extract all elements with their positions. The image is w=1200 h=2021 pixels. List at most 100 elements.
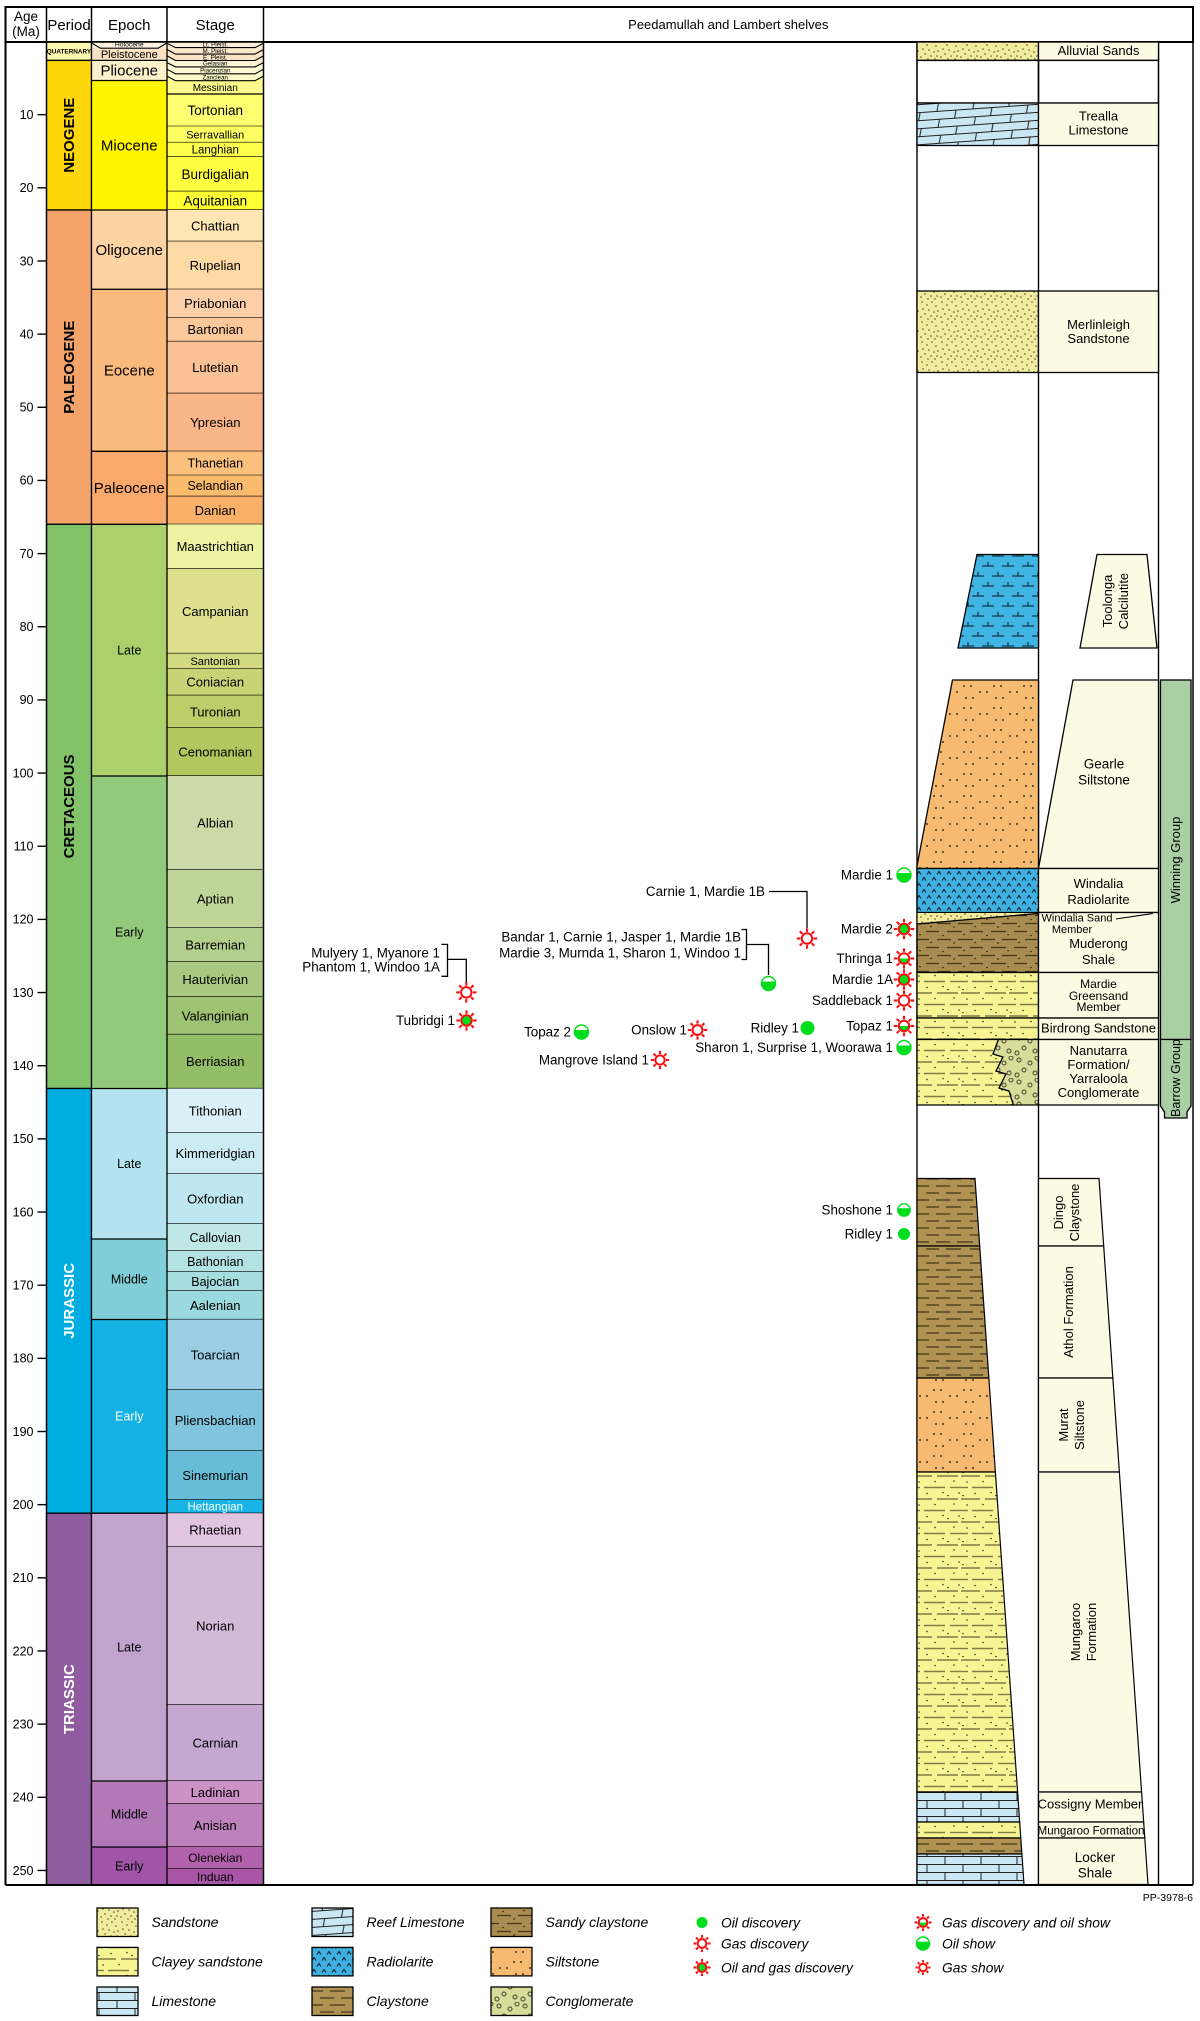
- svg-text:Rupelian: Rupelian: [190, 258, 241, 273]
- svg-text:Greensand: Greensand: [1069, 989, 1128, 1003]
- svg-text:Ypresian: Ypresian: [190, 415, 240, 430]
- svg-text:Oil and gas discovery: Oil and gas discovery: [721, 1960, 854, 1975]
- svg-text:Chattian: Chattian: [191, 218, 239, 233]
- svg-text:Early: Early: [115, 1410, 144, 1424]
- svg-text:Tubridgi 1: Tubridgi 1: [396, 1013, 455, 1028]
- svg-text:Early: Early: [115, 926, 144, 940]
- svg-text:100: 100: [13, 766, 34, 780]
- svg-text:60: 60: [20, 474, 34, 488]
- svg-text:80: 80: [20, 620, 34, 634]
- svg-text:M. Pleist.: M. Pleist.: [203, 48, 229, 55]
- svg-text:130: 130: [13, 986, 34, 1000]
- svg-text:Barrow Group: Barrow Group: [1169, 1039, 1183, 1117]
- svg-text:Clayey sandstone: Clayey sandstone: [152, 1954, 264, 1970]
- svg-text:Carnie 1, Mardie 1B: Carnie 1, Mardie 1B: [646, 884, 765, 899]
- svg-text:Serravallian: Serravallian: [186, 129, 244, 141]
- svg-text:Eocene: Eocene: [104, 363, 155, 380]
- svg-text:120: 120: [13, 913, 34, 927]
- svg-text:Alluvial Sands: Alluvial Sands: [1058, 43, 1140, 58]
- svg-text:Age: Age: [14, 9, 38, 24]
- svg-text:Tortonian: Tortonian: [187, 103, 243, 118]
- svg-text:Murat: Murat: [1056, 1408, 1071, 1442]
- svg-text:Conglomerate: Conglomerate: [1058, 1085, 1140, 1100]
- svg-text:Sandy claystone: Sandy claystone: [546, 1914, 649, 1930]
- svg-text:Danian: Danian: [195, 503, 236, 518]
- svg-text:Cenomanian: Cenomanian: [178, 745, 252, 760]
- svg-text:40: 40: [20, 327, 34, 341]
- svg-text:Gearle: Gearle: [1084, 757, 1125, 772]
- svg-text:NEOGENE: NEOGENE: [61, 98, 78, 173]
- svg-text:Windalia: Windalia: [1074, 876, 1125, 891]
- svg-text:Conglomerate: Conglomerate: [546, 1993, 634, 2009]
- svg-text:Late: Late: [117, 1157, 141, 1171]
- svg-text:CRETACEOUS: CRETACEOUS: [61, 754, 78, 858]
- svg-text:160: 160: [13, 1205, 34, 1219]
- svg-text:Mardie 2: Mardie 2: [841, 922, 893, 937]
- svg-text:Member: Member: [1076, 1000, 1120, 1014]
- svg-text:Middle: Middle: [111, 1273, 148, 1287]
- svg-text:180: 180: [13, 1352, 34, 1366]
- svg-text:Period: Period: [47, 17, 90, 34]
- svg-text:Albian: Albian: [197, 816, 233, 831]
- svg-text:Trealla: Trealla: [1079, 109, 1119, 124]
- svg-text:Phantom 1, Windoo 1A: Phantom 1, Windoo 1A: [302, 960, 440, 975]
- svg-text:Callovian: Callovian: [190, 1231, 241, 1245]
- svg-text:Peedamullah and Lambert shelve: Peedamullah and Lambert shelves: [628, 17, 829, 32]
- svg-text:Aalenian: Aalenian: [190, 1298, 241, 1313]
- svg-text:50: 50: [20, 401, 34, 415]
- svg-text:Late: Late: [117, 644, 141, 658]
- svg-text:Valanginian: Valanginian: [182, 1008, 249, 1023]
- svg-text:Bartonian: Bartonian: [187, 322, 243, 337]
- svg-text:E. Pleist.: E. Pleist.: [203, 54, 228, 61]
- svg-text:Aquitanian: Aquitanian: [183, 193, 247, 208]
- svg-text:Bajocian: Bajocian: [191, 1275, 239, 1289]
- svg-text:Zanclean: Zanclean: [203, 75, 229, 82]
- svg-text:Mardie 1A: Mardie 1A: [832, 972, 893, 987]
- svg-text:Radiolarite: Radiolarite: [367, 1954, 434, 1970]
- svg-text:250: 250: [13, 1864, 34, 1878]
- svg-text:Athol Formation: Athol Formation: [1061, 1266, 1076, 1358]
- svg-text:Mungaroo: Mungaroo: [1068, 1603, 1083, 1662]
- svg-text:Pliocene: Pliocene: [100, 63, 158, 80]
- svg-text:Mardie 3, Murnda 1, Sharon 1,: Mardie 3, Murnda 1, Sharon 1, Windoo 1: [499, 946, 741, 961]
- svg-text:Hettangian: Hettangian: [187, 1502, 243, 1514]
- svg-text:Hauterivian: Hauterivian: [182, 972, 248, 987]
- svg-text:Middle: Middle: [111, 1807, 148, 1821]
- svg-text:Mardie: Mardie: [1080, 977, 1117, 991]
- svg-text:190: 190: [13, 1425, 34, 1439]
- svg-text:Muderong: Muderong: [1069, 936, 1128, 951]
- svg-text:Formation: Formation: [1084, 1603, 1099, 1662]
- svg-text:JURASSIC: JURASSIC: [61, 1263, 78, 1339]
- svg-text:Induan: Induan: [197, 1870, 234, 1884]
- svg-text:Pliensbachian: Pliensbachian: [175, 1413, 256, 1428]
- svg-text:Aptian: Aptian: [197, 892, 234, 907]
- svg-text:Siltstone: Siltstone: [1072, 1400, 1087, 1450]
- svg-text:Siltstone: Siltstone: [1078, 773, 1130, 788]
- svg-text:Thanetian: Thanetian: [187, 457, 243, 471]
- svg-text:Lutetian: Lutetian: [192, 360, 238, 375]
- svg-text:Tithonian: Tithonian: [189, 1103, 242, 1118]
- svg-text:Ridley 1: Ridley 1: [751, 1021, 799, 1036]
- svg-text:Shoshone 1: Shoshone 1: [822, 1203, 893, 1218]
- svg-text:Limestone: Limestone: [152, 1993, 217, 2009]
- svg-text:Olenekian: Olenekian: [188, 1851, 242, 1865]
- svg-text:70: 70: [20, 547, 34, 561]
- svg-text:Sandstone: Sandstone: [152, 1914, 219, 1930]
- svg-text:Pleistocene: Pleistocene: [101, 49, 158, 61]
- svg-text:Sharon 1, Surprise 1, Woorawa: Sharon 1, Surprise 1, Woorawa 1: [695, 1040, 893, 1055]
- svg-text:Nanutarra: Nanutarra: [1070, 1043, 1129, 1058]
- svg-text:Oil discovery: Oil discovery: [721, 1915, 801, 1930]
- svg-text:Saddleback 1: Saddleback 1: [812, 993, 893, 1008]
- svg-text:Bathonian: Bathonian: [187, 1255, 243, 1269]
- svg-text:Ladinian: Ladinian: [191, 1785, 240, 1800]
- svg-text:Messinian: Messinian: [193, 83, 238, 94]
- svg-text:Epoch: Epoch: [108, 17, 151, 34]
- svg-text:110: 110: [14, 840, 34, 854]
- svg-text:Rhaetian: Rhaetian: [189, 1523, 241, 1538]
- svg-text:Member: Member: [1052, 924, 1093, 936]
- svg-text:Paleocene: Paleocene: [94, 480, 165, 497]
- svg-text:Dingo: Dingo: [1051, 1196, 1066, 1230]
- svg-text:90: 90: [20, 693, 34, 707]
- svg-text:Stage: Stage: [196, 17, 235, 34]
- svg-text:Turonian: Turonian: [190, 704, 241, 719]
